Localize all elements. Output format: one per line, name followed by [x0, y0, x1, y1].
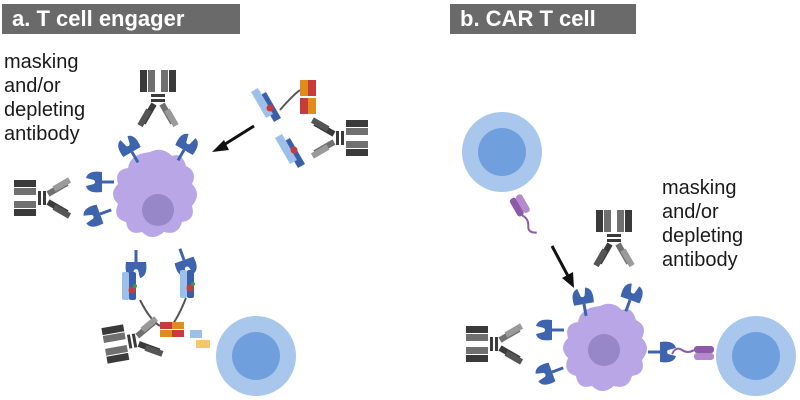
masking-antibody-icon: [137, 70, 179, 128]
free-engager-complex-icon: [251, 80, 368, 168]
masking-antibody-icon: [14, 177, 72, 219]
masking-antibody-icon: [466, 323, 524, 365]
arrow-icon: [550, 245, 574, 288]
panel-a-label-line: and/or: [4, 75, 61, 97]
antigen-receptor-icon: [531, 356, 569, 389]
panel-a-title: a. T cell engager: [2, 4, 240, 34]
panel-b-label-line: and/or: [662, 201, 719, 223]
antigen-receptor-icon: [646, 340, 678, 364]
arrow-icon: [212, 124, 255, 152]
antigen-receptor-icon: [79, 198, 117, 231]
car-receptor-icon: [507, 192, 543, 238]
panel-b-t-cell-right: [716, 316, 796, 396]
panel-a-t-cell: [216, 316, 296, 396]
panel-a-label-line: antibody: [4, 123, 80, 145]
panel-b-title: b. CAR T cell: [450, 4, 636, 34]
panel-a-antibody-label: masking and/or depleting antibody: [4, 50, 85, 146]
antigen-receptor-icon: [84, 170, 116, 194]
panel-b-label-line: masking: [662, 177, 737, 199]
panel-b-label-line: depleting: [662, 225, 744, 247]
panel-b-target-cell: [563, 303, 647, 391]
car-receptor-icon: [671, 345, 715, 361]
masking-antibody-icon: [593, 210, 635, 268]
panel-b-label-line: antibody: [662, 249, 738, 271]
antigen-receptor-icon: [534, 318, 566, 342]
panel-b-antibody-label: masking and/or depleting antibody: [662, 176, 743, 272]
panel-b-t-cell-top: [462, 112, 542, 192]
panel-a-label-line: masking: [4, 51, 79, 73]
panel-a-target-cell: [113, 149, 197, 237]
panel-a-label-line: depleting: [4, 99, 86, 121]
bound-t-cell-engager-icon: [100, 270, 210, 367]
